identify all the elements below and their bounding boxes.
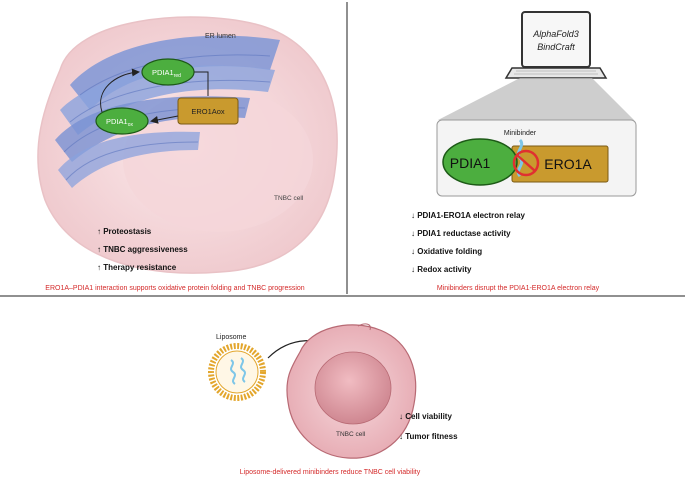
- nucleus-c: [314, 351, 392, 425]
- laptop-line-2: BindCraft: [537, 42, 575, 52]
- minibinder-label: Minibinder: [504, 130, 537, 137]
- effect-c-0: ↓ Cell viability: [399, 412, 452, 421]
- nucleus: [123, 88, 313, 232]
- pdia1-ox-oval: [95, 107, 149, 135]
- ero1a-label-b: ERO1A: [544, 156, 592, 172]
- liposome-icon: [208, 343, 266, 401]
- er-stack-4: [58, 131, 200, 188]
- arrow-ox-to-red: [100, 68, 140, 113]
- er-stack-2: [60, 65, 275, 135]
- effect-a-0: ↑ Proteostasis: [97, 227, 152, 236]
- caption-b: Minibinders disrupt the PDIA1-ERO1A elec…: [437, 285, 600, 292]
- liposome-label: Liposome: [216, 334, 246, 341]
- effect-b-3: ↓ Redox activity: [411, 265, 472, 274]
- effect-b-0: ↓ PDIA1-ERO1A electron relay: [411, 211, 526, 220]
- arrow-ero1a-to-ox: [150, 115, 179, 124]
- tnbc-cell-label-c: TNBC cell: [336, 431, 366, 438]
- ero1aox-box: [177, 97, 239, 125]
- panel-c: Liposome TNBC cell ↓ Cell viability ↓ Tu…: [208, 323, 458, 476]
- er-stack-outer: [70, 35, 280, 110]
- prohibition-icon: [512, 149, 540, 177]
- panel-a: ER lumen PDIA1red PDIA1ox ERO1Aox TNBC c…: [37, 16, 338, 292]
- cell-protrusion: [357, 323, 371, 331]
- tnbc-cell-label-a: TNBC cell: [274, 195, 304, 202]
- effect-a-1: ↑ TNBC aggressiveness: [97, 245, 188, 254]
- panel-b: AlphaFold3 BindCraft Minibinder PDIA1 ER…: [411, 11, 637, 292]
- pdia1-red-label: PDIA1red: [152, 68, 181, 79]
- effect-b-2: ↓ Oxidative folding: [411, 247, 482, 256]
- pdia1-label-b: PDIA1: [450, 155, 491, 171]
- effect-b-1: ↓ PDIA1 reductase activity: [411, 229, 511, 238]
- laptop-line-1: AlphaFold3: [532, 29, 579, 39]
- er-lumen-label: ER lumen: [205, 33, 236, 40]
- laptop-keys: [514, 70, 598, 75]
- caption-a: ERO1A–PDIA1 interaction supports oxidati…: [45, 285, 305, 292]
- projection-beam: [438, 78, 634, 120]
- connector-red-to-ero1a: [194, 71, 209, 96]
- pdia1-oval-b: [442, 138, 518, 186]
- effect-c-1: ↓ Tumor fitness: [399, 432, 458, 441]
- laptop-base: [504, 67, 608, 79]
- caption-c: Liposome-delivered minibinders reduce TN…: [240, 469, 421, 476]
- ero1aox-label: ERO1Aox: [191, 107, 225, 116]
- laptop-screen: [521, 11, 591, 68]
- effect-a-2: ↑ Therapy resistance: [97, 263, 177, 272]
- pdia1-ox-label: PDIA1ox: [106, 117, 133, 128]
